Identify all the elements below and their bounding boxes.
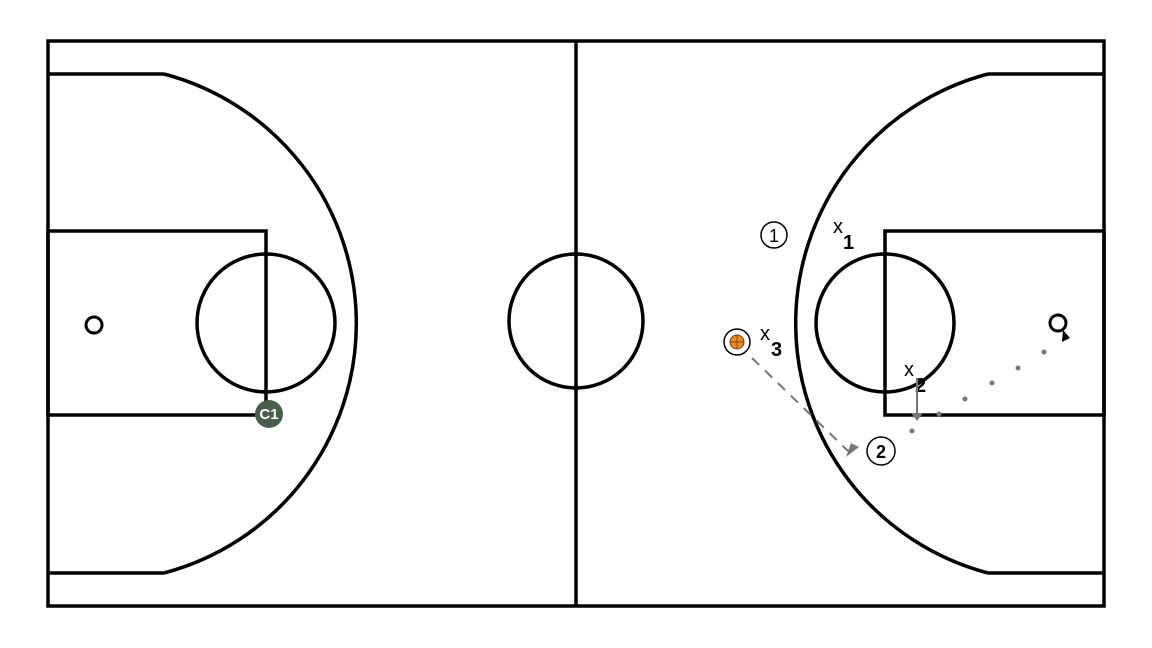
center-circle (507, 252, 645, 390)
left-three-point-arc (163, 72, 358, 575)
court-lines (46, 39, 1106, 608)
defender-2[interactable]: x 2 (904, 359, 926, 397)
offense-player-1[interactable]: 1 (760, 221, 788, 249)
right-free-throw-circle (814, 252, 956, 394)
defender-1-letter: x (833, 216, 843, 238)
ball-holder[interactable] (723, 328, 751, 356)
defender-1-number: 1 (843, 232, 854, 254)
basket-icon (84, 315, 104, 335)
basketball-icon (729, 334, 745, 350)
left-key (46, 229, 268, 417)
basket-icon (1048, 313, 1070, 342)
right-three-point-arc (794, 72, 989, 575)
defender-2-number: 2 (915, 375, 926, 397)
pass-arrow (751, 357, 859, 457)
offense-player-2[interactable]: 2 (866, 436, 896, 466)
defender-3[interactable]: x 3 (760, 323, 782, 361)
defender-1[interactable]: x 1 (833, 216, 854, 254)
left-free-throw-circle (195, 252, 337, 394)
defender-3-letter: x (760, 323, 770, 345)
defender-3-number: 3 (771, 339, 782, 361)
offense-player-1-label: 1 (769, 226, 779, 246)
defender-2-move-arrow (911, 378, 923, 421)
coach-marker[interactable]: C1 (255, 400, 283, 428)
defender-2-letter: x (904, 359, 914, 381)
right-key (883, 229, 1106, 417)
coach-label: C1 (259, 406, 278, 423)
dribble-path (909, 349, 1047, 434)
offense-player-2-label: 2 (876, 442, 886, 462)
